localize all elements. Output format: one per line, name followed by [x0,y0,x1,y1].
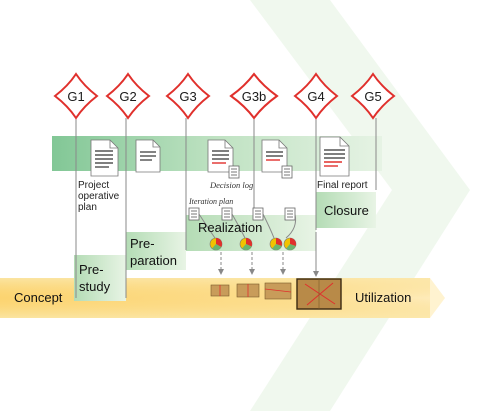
phase-preparation-label-line1: Pre- [130,236,155,251]
progress-pie-icon [269,237,283,251]
gate-g2-diamond [105,72,151,120]
document-iteration-icon [261,139,293,179]
document-decision-log-icon [207,139,240,179]
document-final-report-icon [319,136,350,177]
gate-g1-diamond [53,72,99,120]
background-chevron [250,0,470,411]
delivery-arrows [218,252,286,275]
phase-prestudy-label-line2: study [79,279,111,294]
concept-label: Concept [14,290,63,305]
gate-g4-diamond [293,72,339,120]
project-plan-label-line1: Project [78,180,109,191]
project-plan-label-line2: operative [78,191,120,202]
decision-log-label: Decision log [209,180,253,190]
package-icon [264,282,292,300]
utilization-label: Utilization [355,290,411,305]
phase-prestudy-label-line1: Pre- [79,262,104,277]
gate-g2-label: G2 [119,89,136,104]
package-icon [236,283,260,298]
utilization-band-arrow [430,278,445,318]
phase-realization-label: Realization [198,220,262,235]
phase-closure-label: Closure [324,203,369,218]
gate-g3-label: G3 [179,89,196,104]
gate-g3b-diamond [229,72,279,120]
package-icon [210,284,230,297]
iteration-plan-label: Iteration plan [188,197,233,206]
final-report-label: Final report [317,180,368,191]
project-plan-label-line3: plan [78,202,97,213]
phase-box-closure [316,192,376,228]
gate-g4-label: G4 [307,89,324,104]
gate-lines [75,118,377,298]
iteration-curves [198,213,297,239]
gate-g5-label: G5 [364,89,381,104]
document-preparation-icon [135,139,161,173]
progress-pie-icon [239,237,253,251]
progress-pie-icon [209,237,223,251]
gate-g1-label: G1 [67,89,84,104]
gate-g5-diamond [350,72,396,120]
gate-diamonds [53,72,396,120]
document-project-plan-icon [90,139,119,177]
gate-g3b-label: G3b [242,89,267,104]
gate-g3-diamond [165,72,211,120]
progress-pie-icon [283,237,297,251]
phase-box-prestudy [74,255,126,301]
package-large-icon [296,278,342,310]
phase-box-preparation [126,232,186,270]
phase-preparation-label-line2: paration [130,253,177,268]
